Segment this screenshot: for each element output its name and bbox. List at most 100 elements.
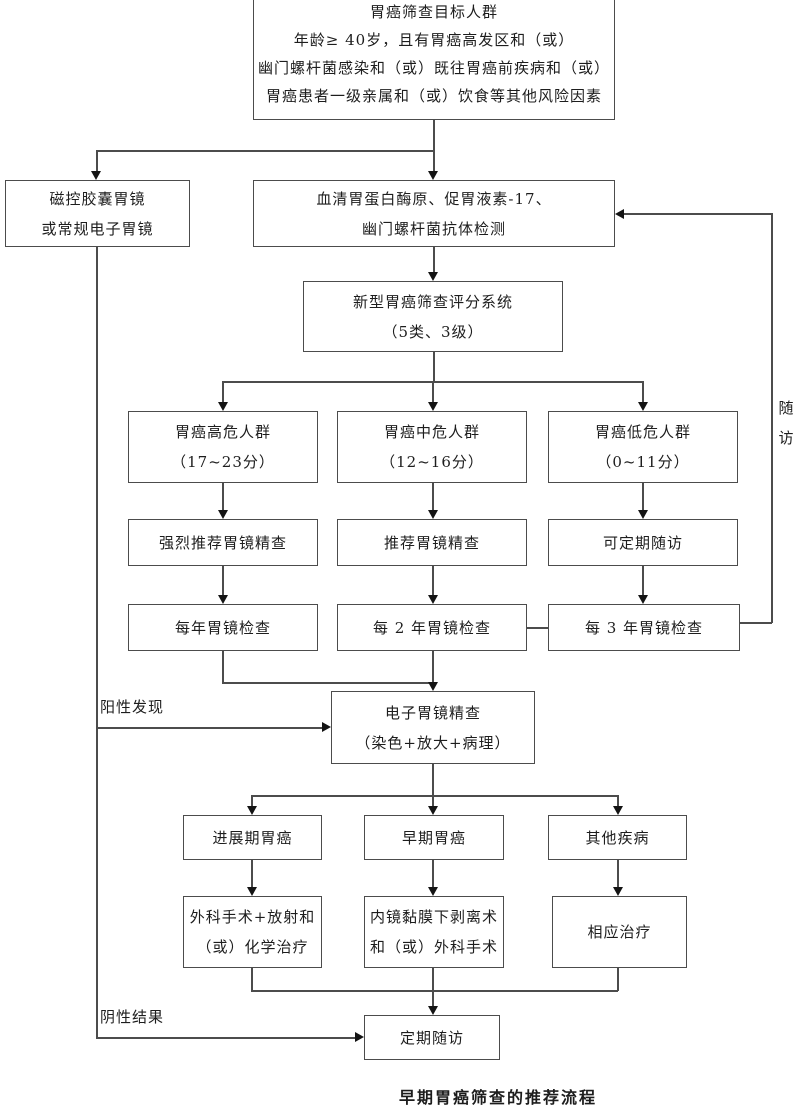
arrow-left-icon: [615, 209, 624, 219]
node-text: 每年胃镜检查: [174, 618, 271, 637]
connector-line: [251, 968, 253, 991]
connector-line: [222, 566, 224, 596]
arrow-down-icon: [638, 510, 648, 519]
edge-label-positive-finding: 阳性发现: [100, 698, 165, 716]
connector-line: [642, 381, 644, 403]
arrow-down-icon: [428, 887, 438, 896]
node-target-population: 胃癌筛查目标人群 年龄≥ 40岁，且有胃癌高发区和（或） 幽门螺杆菌感染和（或）…: [253, 0, 615, 120]
arrow-down-icon: [613, 806, 623, 815]
node-corresponding-treatment: 相应治疗: [552, 896, 687, 968]
arrow-down-icon: [428, 1006, 438, 1015]
connector-line: [432, 795, 434, 806]
node-periodic-followup: 可定期随访: [548, 519, 738, 566]
node-text: 胃癌筛查目标人群: [369, 3, 498, 21]
node-text: 电子胃镜精查: [384, 703, 481, 722]
node-text: 幽门螺杆菌感染和（或）既往胃癌前疾病和（或）: [257, 59, 610, 77]
node-text: 每 3 年胃镜检查: [584, 618, 704, 637]
node-text: 进展期胃癌: [212, 828, 293, 847]
arrow-down-icon: [247, 887, 257, 896]
arrow-down-icon: [218, 595, 228, 604]
node-strongly-recommend: 强烈推荐胃镜精查: [128, 519, 318, 566]
node-text: 胃癌高危人群: [174, 423, 271, 441]
arrow-down-icon: [428, 171, 438, 180]
connector-line: [432, 968, 434, 1007]
node-surgery-therapy: 外科手术+放射和 （或）化学治疗: [183, 896, 322, 968]
node-text: 磁控胶囊胃镜: [49, 189, 146, 208]
connector-line: [96, 150, 98, 172]
node-capsule-endoscopy: 磁控胶囊胃镜 或常规电子胃镜: [5, 180, 190, 247]
arrow-down-icon: [638, 402, 648, 411]
connector-line: [96, 150, 434, 152]
connector-line-positive: [96, 727, 322, 729]
arrow-down-icon: [613, 887, 623, 896]
node-text: 新型胃癌筛查评分系统: [352, 292, 513, 311]
connector-line: [432, 483, 434, 511]
node-text: 强烈推荐胃镜精查: [158, 533, 287, 552]
connector-line: [222, 682, 433, 684]
node-text: 年龄≥ 40岁，且有胃癌高发区和（或）: [293, 31, 575, 49]
node-recommend: 推荐胃镜精查: [337, 519, 527, 566]
node-precise-endoscopy: 电子胃镜精查 （染色+放大+病理）: [331, 691, 535, 764]
node-text: （5类、3级）: [382, 322, 484, 341]
connector-line: [432, 764, 434, 795]
connector-line: [433, 150, 435, 172]
node-text: （17~23分）: [171, 453, 275, 471]
node-serum-tests: 血清胃蛋白酶原、促胃液素-17、 幽门螺杆菌抗体检测: [253, 180, 615, 247]
node-text: 和（或）外科手术: [369, 938, 498, 956]
node-low-risk: 胃癌低危人群 （0~11分）: [548, 411, 738, 483]
node-text: 定期随访: [399, 1028, 464, 1047]
connector-line: [617, 968, 619, 991]
node-yearly-check: 每年胃镜检查: [128, 604, 318, 651]
node-text: （0~11分）: [596, 453, 690, 471]
arrow-right-icon: [355, 1032, 364, 1042]
connector-line: [433, 352, 435, 381]
node-text: 每 2 年胃镜检查: [372, 618, 492, 637]
node-text: 或常规电子胃镜: [41, 219, 154, 238]
node-three-year-check: 每 3 年胃镜检查: [548, 604, 740, 651]
arrow-down-icon: [428, 402, 438, 411]
arrow-right-icon: [322, 722, 331, 732]
connector-line-followup-loop: [771, 213, 773, 623]
connector-line: [433, 120, 435, 150]
arrow-down-icon: [218, 510, 228, 519]
node-esd-surgery: 内镜黏膜下剥离术 和（或）外科手术: [364, 896, 504, 968]
connector-line: [432, 566, 434, 596]
node-regular-followup: 定期随访: [364, 1015, 500, 1060]
arrow-down-icon: [218, 402, 228, 411]
edge-label-followup-loop: 随访: [778, 399, 794, 447]
connector-line-followup-loop: [740, 622, 772, 624]
node-text: （染色+放大+病理）: [355, 733, 511, 752]
node-advanced-cancer: 进展期胃癌: [183, 815, 322, 860]
connector-line-followup-loop: [624, 213, 772, 215]
node-text: 外科手术+放射和: [189, 908, 316, 926]
node-early-cancer: 早期胃癌: [364, 815, 504, 860]
connector-line: [222, 381, 224, 403]
arrow-down-icon: [428, 682, 438, 691]
arrow-down-icon: [247, 806, 257, 815]
node-text: （或）化学治疗: [196, 938, 309, 956]
connector-line: [222, 483, 224, 511]
connector-line: [222, 651, 224, 683]
node-mid-risk: 胃癌中危人群 （12~16分）: [337, 411, 527, 483]
connector-line: [433, 247, 435, 273]
figure-caption: 早期胃癌筛查的推荐流程: [398, 1088, 597, 1107]
arrow-down-icon: [428, 510, 438, 519]
node-text: 相应治疗: [587, 923, 652, 941]
connector-line: [251, 860, 253, 887]
node-text: 胃癌患者一级亲属和（或）饮食等其他风险因素: [265, 87, 602, 105]
node-high-risk: 胃癌高危人群 （17~23分）: [128, 411, 318, 483]
node-text: 推荐胃镜精查: [383, 533, 480, 552]
connector-line: [527, 627, 548, 629]
arrow-down-icon: [638, 595, 648, 604]
node-scoring-system: 新型胃癌筛查评分系统 （5类、3级）: [303, 281, 563, 352]
connector-line: [251, 795, 618, 797]
connector-line: [642, 566, 644, 596]
connector-line: [617, 860, 619, 887]
connector-line: [251, 990, 618, 992]
arrow-down-icon: [428, 595, 438, 604]
arrow-down-icon: [428, 272, 438, 281]
node-text: 其他疾病: [585, 828, 650, 847]
node-two-year-check: 每 2 年胃镜检查: [337, 604, 527, 651]
connector-line: [251, 795, 253, 806]
